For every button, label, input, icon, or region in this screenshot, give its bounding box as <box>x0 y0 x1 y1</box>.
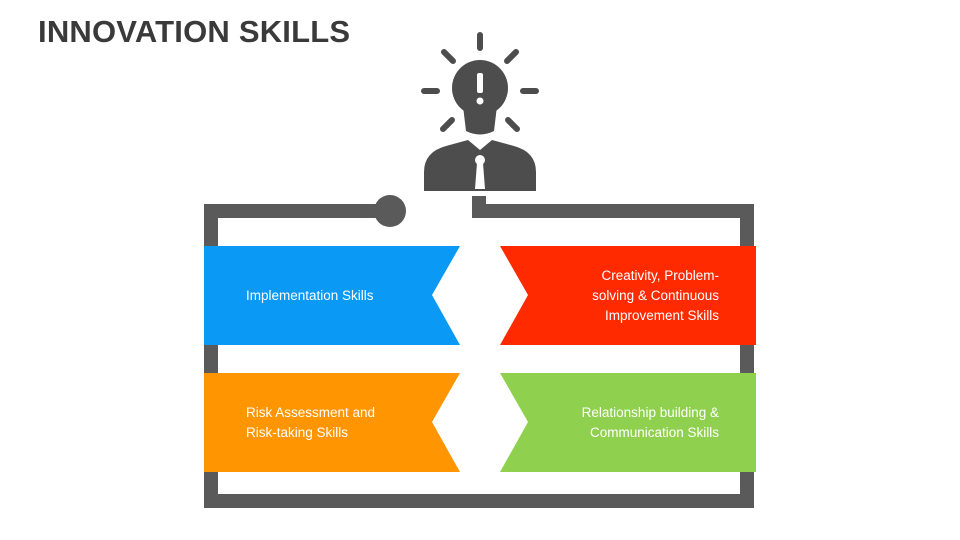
risk-text: Risk Assessment and Risk-taking Skills <box>246 404 376 440</box>
creativity-text: Creativity, Problem-solving & Continuous… <box>592 267 719 323</box>
card-implementation <box>204 246 460 345</box>
card-creativity <box>500 246 756 345</box>
card-label-implementation: Implementation Skills <box>246 246 416 345</box>
card-label-relationship: Relationship building & Communication Sk… <box>560 373 719 472</box>
card-label-risk: Risk Assessment and Risk-taking Skills <box>246 373 391 472</box>
lightbulb-person-icon <box>421 32 539 191</box>
implementation-text: Implementation Skills <box>246 287 374 303</box>
card-relationship <box>500 373 756 472</box>
frame-left-path <box>204 196 754 508</box>
connector-node <box>374 195 406 227</box>
relationship-text: Relationship building & Communication Sk… <box>581 404 719 440</box>
slide-title: INNOVATION SKILLS <box>38 14 351 49</box>
card-label-creativity: Creativity, Problem-solving & Continuous… <box>560 246 719 345</box>
frame-lines <box>204 196 754 508</box>
card-risk <box>204 373 460 472</box>
